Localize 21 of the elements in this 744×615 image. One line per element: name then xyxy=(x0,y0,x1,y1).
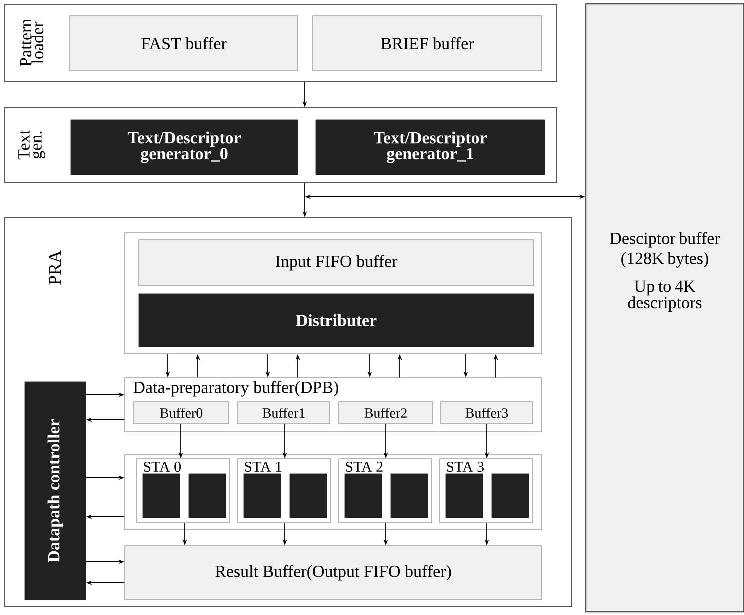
buffer-box: Result Buffer(Output FIFO buffer) xyxy=(124,546,542,600)
buffer-box: Buffer2 xyxy=(338,402,434,424)
controller-box: Datapath controller xyxy=(24,382,86,600)
block-box: Distributer xyxy=(138,294,534,348)
unit-block xyxy=(188,474,226,518)
buffer-box: FAST buffer xyxy=(70,16,298,72)
block-box: Text/Descriptor generator_1 xyxy=(316,120,546,176)
unit-block xyxy=(344,474,382,518)
buffer-box: Buffer0 xyxy=(134,402,230,424)
buffer-box: BRIEF buffer xyxy=(312,16,542,72)
block-box: Text/Descriptor generator_0 xyxy=(70,120,298,176)
unit-block xyxy=(142,474,180,518)
unit-block xyxy=(446,474,484,518)
unit-block xyxy=(244,474,282,518)
buffer-box: Buffer3 xyxy=(440,402,534,424)
unit-block xyxy=(492,474,530,518)
buffer-box: Buffer1 xyxy=(238,402,330,424)
buffer-box: Input FIFO buffer xyxy=(138,240,534,286)
unit-block xyxy=(390,474,428,518)
unit-block xyxy=(290,474,328,518)
buffer-box: Desciptor buffer (128K bytes) Up to 4K descriptors xyxy=(585,3,744,613)
